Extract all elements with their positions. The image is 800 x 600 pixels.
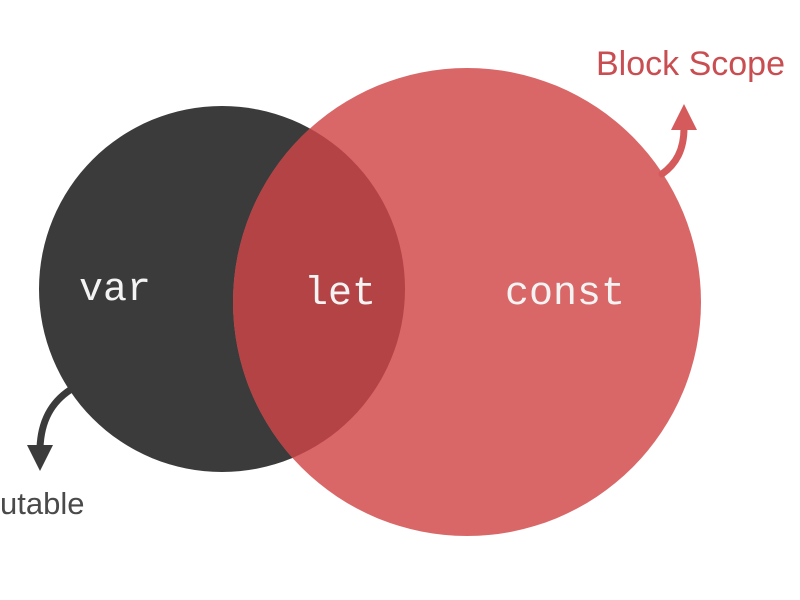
- mutable-annotation: utable: [0, 486, 84, 521]
- arrow-up-icon: [658, 104, 697, 178]
- arrow-down-icon: [27, 386, 74, 471]
- var-label: var: [79, 268, 151, 313]
- let-label: let: [304, 272, 376, 317]
- const-label: const: [505, 272, 625, 317]
- block-scope-annotation: Block Scope: [596, 45, 785, 83]
- let-intersection: [233, 106, 405, 472]
